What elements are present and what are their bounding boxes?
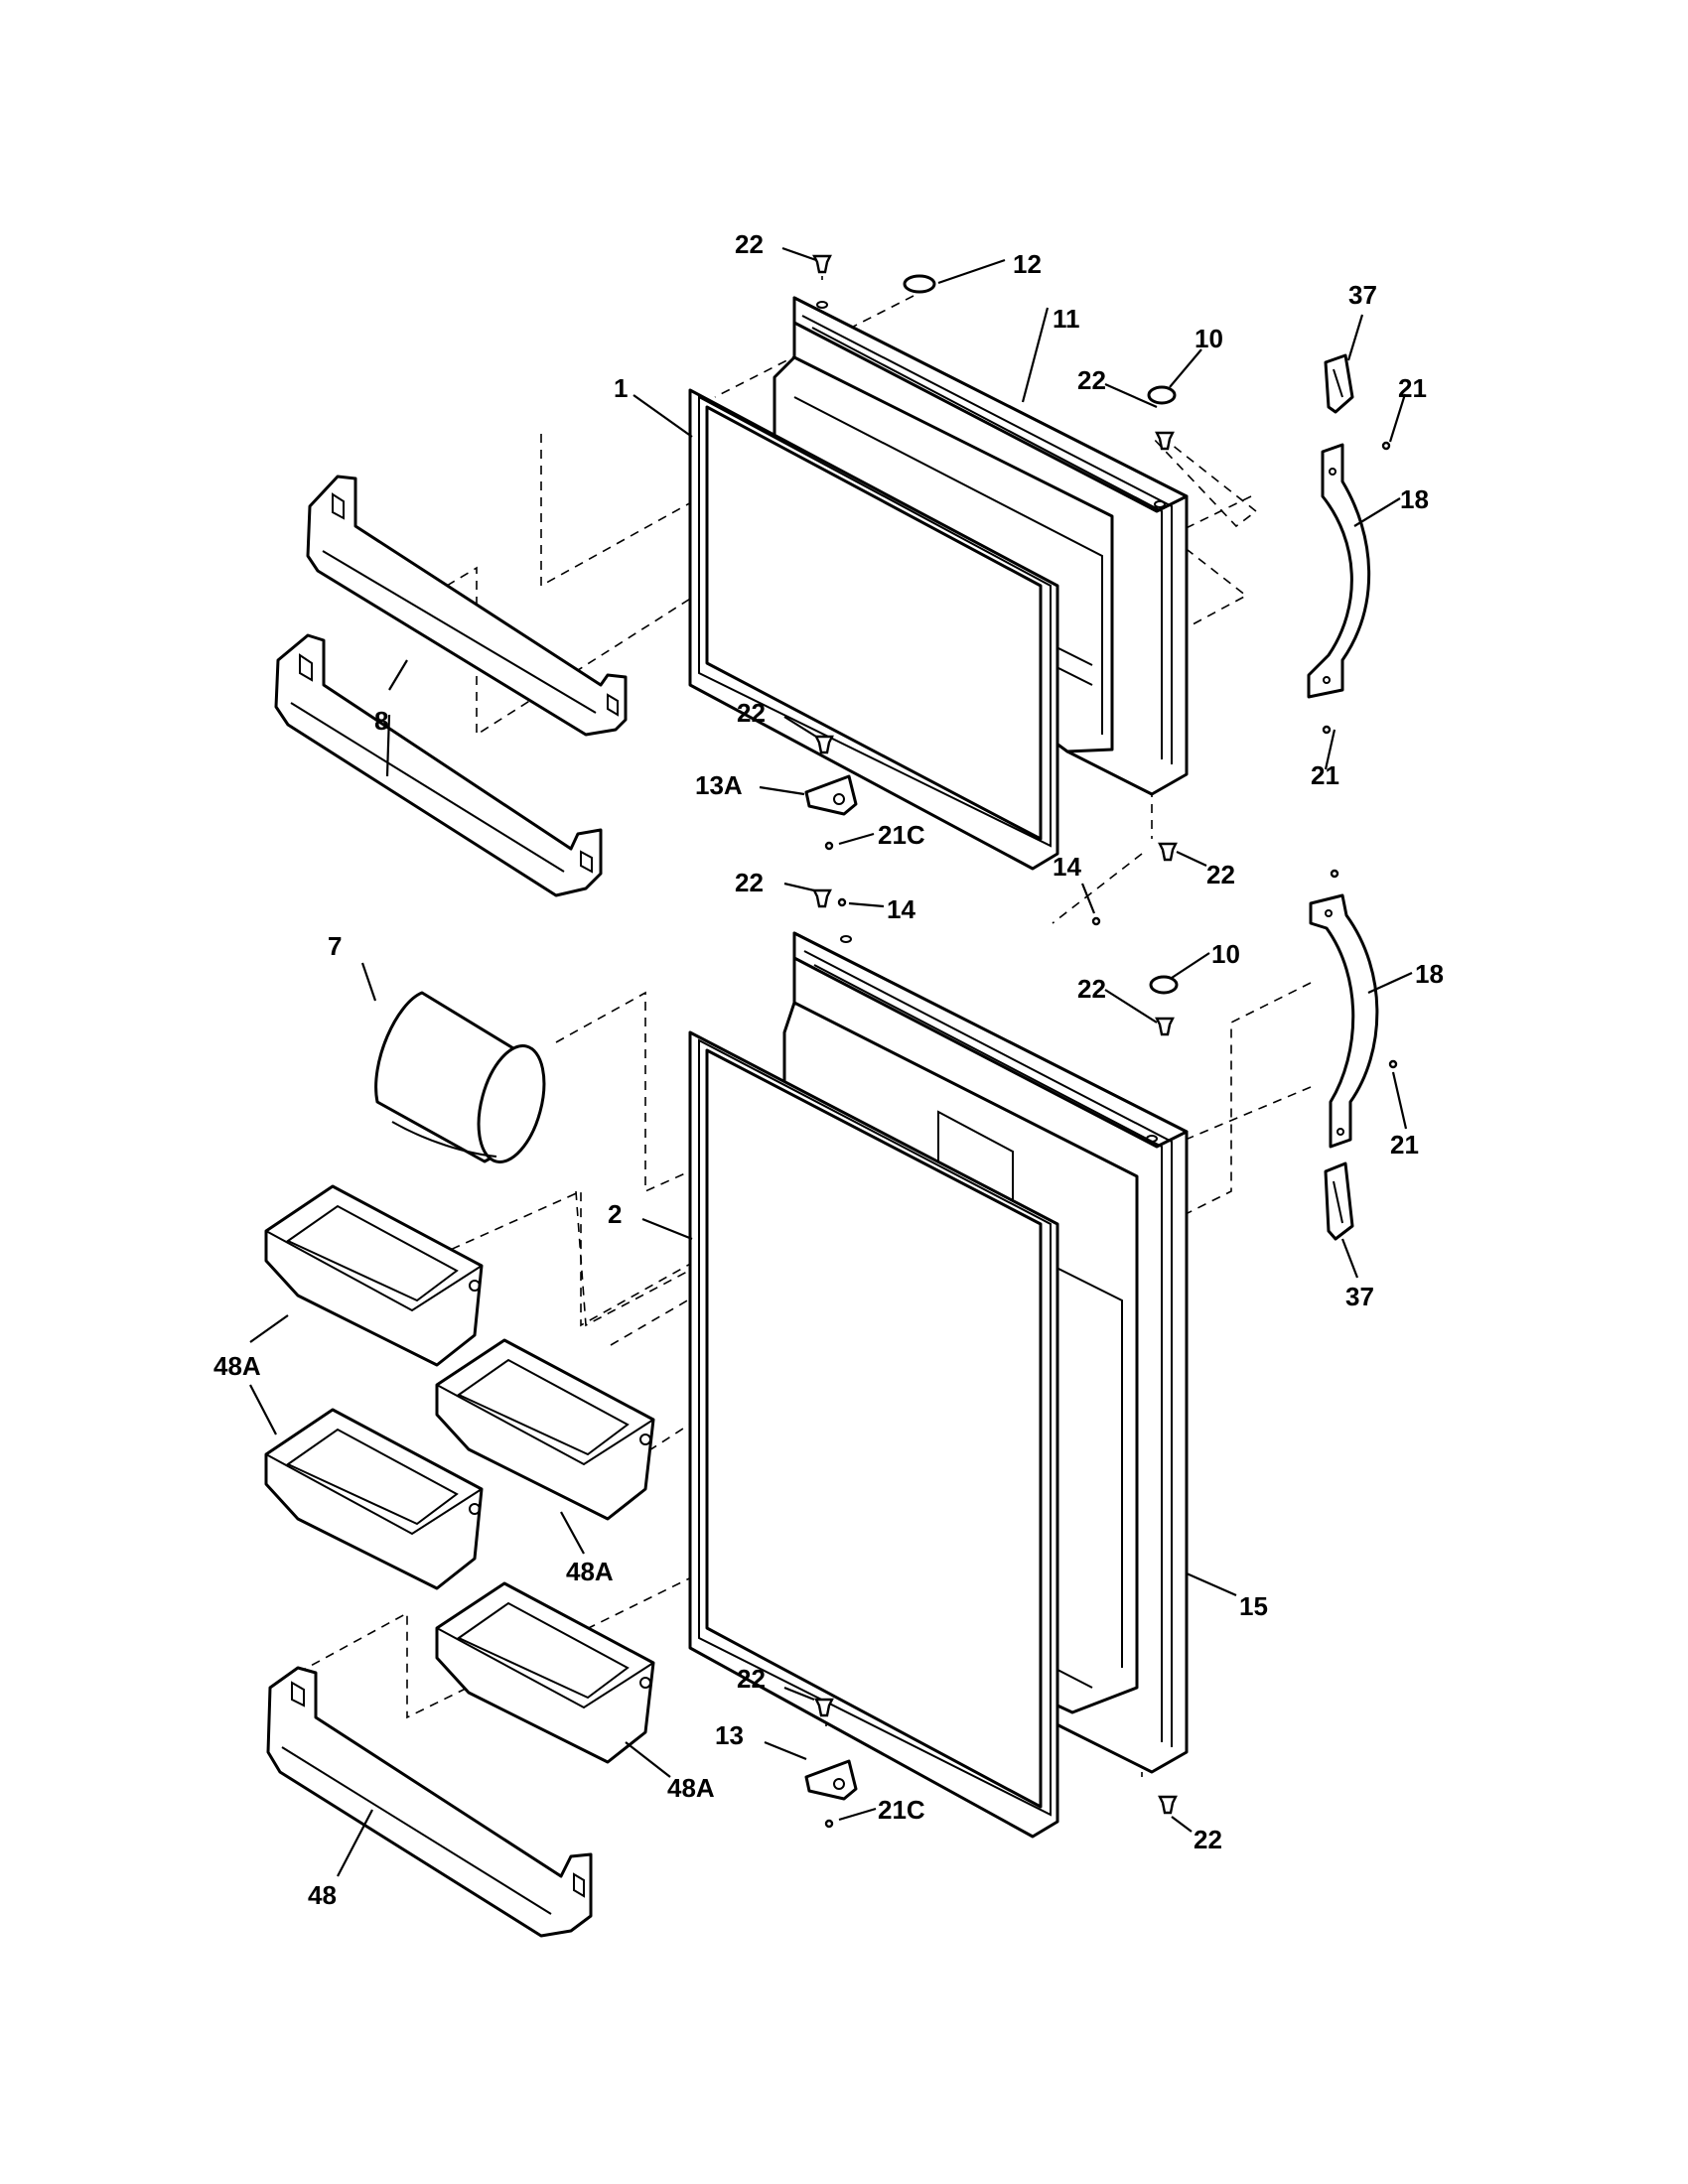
door-bin-48	[266, 1666, 593, 1938]
label-22: 22	[1077, 365, 1106, 395]
label-22: 22	[1194, 1825, 1222, 1854]
label-11: 11	[1053, 304, 1080, 334]
label-22: 22	[1206, 860, 1235, 889]
label-7: 7	[328, 931, 342, 961]
label-48A: 48A	[566, 1557, 614, 1586]
label-15: 15	[1239, 1591, 1268, 1621]
door-bin-48A-4	[435, 1581, 655, 1764]
door-shelf-8-lower	[274, 633, 603, 897]
label-21: 21	[1390, 1130, 1419, 1160]
screws	[812, 254, 1398, 1829]
label-13: 13	[715, 1720, 744, 1750]
part-labels: 22 12 11 10 22 1 37 21 18 8 22 13A 21C 2…	[213, 229, 1444, 1910]
label-22: 22	[737, 1664, 766, 1694]
label-22: 22	[737, 698, 766, 728]
door-shelf-8-upper	[306, 475, 628, 737]
label-22: 22	[735, 229, 764, 259]
label-48A: 48A	[667, 1773, 715, 1803]
leader-lines	[249, 246, 1413, 1877]
door-bin-48A-3	[264, 1408, 484, 1590]
label-10: 10	[1195, 324, 1223, 353]
label-18: 18	[1415, 959, 1444, 989]
label-22: 22	[735, 868, 764, 897]
label-21: 21	[1311, 760, 1339, 790]
dairy-container-7	[374, 991, 546, 1163]
handle-cap-37-upper	[1324, 353, 1354, 414]
label-10: 10	[1211, 939, 1240, 969]
label-37: 37	[1345, 1282, 1374, 1311]
label-37: 37	[1348, 280, 1377, 310]
upper-handle-18	[1307, 443, 1371, 699]
fresh-food-door-gasket-2	[688, 1030, 1059, 1839]
handle-cap-37-lower	[1324, 1161, 1354, 1241]
label-18: 18	[1400, 484, 1429, 514]
label-1: 1	[614, 373, 628, 403]
label-21C: 21C	[878, 820, 925, 850]
freezer-door-gasket-1	[688, 388, 1059, 871]
door-bin-48A-2	[435, 1338, 655, 1521]
label-48A: 48A	[213, 1351, 261, 1381]
label-12: 12	[1013, 249, 1042, 279]
label-14: 14	[887, 894, 915, 924]
lower-handle-18	[1309, 893, 1379, 1149]
label-2: 2	[608, 1199, 622, 1229]
label-13A: 13A	[695, 770, 743, 800]
hinge-13A	[804, 774, 858, 816]
label-48: 48	[308, 1880, 337, 1910]
label-22: 22	[1077, 974, 1106, 1004]
label-14: 14	[1053, 852, 1081, 882]
door-bin-48A-1	[264, 1184, 484, 1367]
label-21C: 21C	[878, 1795, 925, 1825]
plugs	[903, 274, 1179, 995]
hinge-13	[804, 1759, 858, 1801]
label-21: 21	[1398, 373, 1427, 403]
label-8: 8	[374, 706, 388, 736]
